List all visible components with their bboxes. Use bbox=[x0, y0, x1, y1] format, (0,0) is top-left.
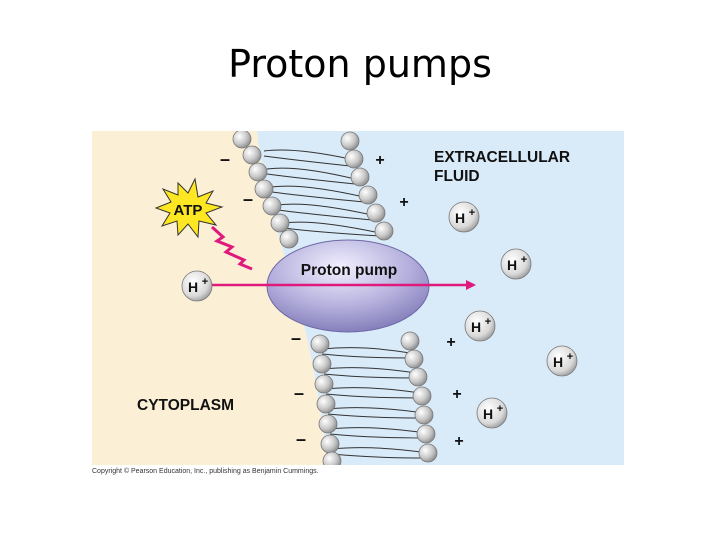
proton-charge: + bbox=[485, 316, 491, 328]
copyright-notice: Copyright © Pearson Education, Inc., pub… bbox=[92, 468, 319, 475]
upper-outer-lipid-heads bbox=[340, 131, 394, 241]
extracellular-label-line2: FLUID bbox=[434, 168, 480, 185]
minus-sign: – bbox=[220, 149, 230, 169]
proton-label: H bbox=[471, 319, 481, 335]
cytoplasm-label: CYTOPLASM bbox=[137, 397, 234, 414]
slide-title: Proton pumps bbox=[228, 42, 492, 86]
proton-label: H bbox=[455, 210, 465, 226]
plus-sign: + bbox=[446, 334, 455, 351]
proton-charge: + bbox=[202, 276, 208, 288]
proton: H + bbox=[464, 310, 496, 342]
energy-bolt-icon bbox=[210, 225, 253, 271]
proton-label: H bbox=[188, 279, 198, 295]
plus-sign: + bbox=[454, 433, 463, 450]
proton: H + bbox=[500, 248, 532, 280]
proton-label: H bbox=[483, 406, 493, 422]
proton-pump-diagram: Proton pump ATP H + H + H + H + H + H + … bbox=[92, 129, 624, 471]
proton-label: H bbox=[553, 354, 563, 370]
proton: H + bbox=[448, 201, 480, 233]
atp-burst bbox=[154, 177, 224, 239]
proton-label: H bbox=[507, 257, 517, 273]
lower-lipid-tails bbox=[321, 347, 429, 459]
extracellular-label-line1: EXTRACELLULAR bbox=[434, 149, 570, 166]
minus-sign: – bbox=[294, 383, 304, 403]
minus-sign: – bbox=[291, 328, 301, 348]
atp-label: ATP bbox=[174, 202, 203, 219]
proton-charge: + bbox=[567, 351, 573, 363]
plus-sign: + bbox=[399, 194, 408, 211]
minus-sign: – bbox=[296, 429, 306, 449]
proton-pump-label: Proton pump bbox=[301, 262, 397, 279]
proton-charge: + bbox=[497, 403, 503, 415]
plus-sign: + bbox=[452, 386, 461, 403]
proton-charge: + bbox=[469, 207, 475, 219]
proton: H + bbox=[181, 270, 213, 302]
minus-sign: – bbox=[243, 189, 253, 209]
upper-inner-lipid-heads bbox=[232, 129, 299, 249]
lower-outer-lipid-heads bbox=[400, 331, 438, 463]
proton-pump-figure: Proton pump ATP H + H + H + H + H + H + … bbox=[92, 129, 624, 471]
proton-charge: + bbox=[521, 254, 527, 266]
plus-sign: + bbox=[375, 152, 384, 169]
extracellular-region bbox=[257, 131, 624, 465]
upper-lipid-tails bbox=[263, 149, 381, 237]
proton: H + bbox=[476, 397, 508, 429]
proton: H + bbox=[546, 345, 578, 377]
